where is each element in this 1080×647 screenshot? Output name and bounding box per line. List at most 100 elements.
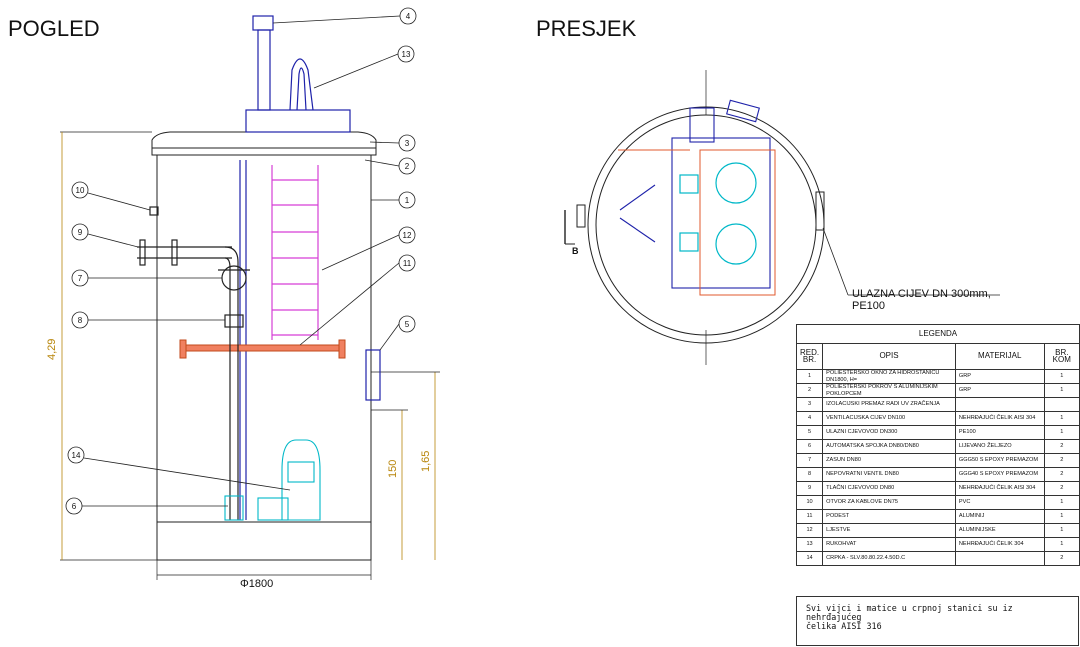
callout-4: 4 <box>406 12 411 21</box>
legend-cell-desc: ULAZNI CJEVOVOD DN300 <box>822 425 956 440</box>
section-platform <box>618 149 776 296</box>
callout-1: 1 <box>405 196 410 205</box>
ladder <box>271 165 319 340</box>
legend-cell-no: 7 <box>795 453 824 468</box>
legend-cell-desc: IZOLACIJSKI PREMAZ RADI UV ZRAČENJA <box>822 397 956 412</box>
legend-cell-material: PVC <box>954 495 1045 510</box>
legend-header-desc: OPIS <box>822 343 956 370</box>
legend-cell-count: 1 <box>1043 523 1080 538</box>
legend-cell-material: PE100 <box>954 425 1045 440</box>
legend-cell-material: ALUMINIJ <box>954 509 1045 524</box>
callout-10: 10 <box>76 186 85 195</box>
legend-cell-desc: TLAČNI CJEVOVOD DN80 <box>822 481 956 496</box>
legend-cell-no: 4 <box>795 411 824 426</box>
section-title: PRESJEK <box>536 16 637 41</box>
legend-cell-no: 12 <box>795 523 824 538</box>
legend-cell-material: GGG40 S EPOXY PREMAZOM <box>954 467 1045 482</box>
callout-8: 8 <box>78 316 83 325</box>
legend-cell-desc: AUTOMATSKA SPOJKA DN80/DN80 <box>822 439 956 454</box>
legend-cell-desc: CRPKA - SLV.80.80.22.4.50D.C <box>822 551 956 566</box>
dim-height-a: 1,65 <box>420 451 432 472</box>
vent-pipe <box>257 29 271 111</box>
legend-cell-count: 1 <box>1043 425 1080 440</box>
callout-6: 6 <box>72 502 77 511</box>
legend-cell-count: 1 <box>1043 411 1080 426</box>
legend-cell-no: 8 <box>795 467 824 482</box>
legend-cell-no: 3 <box>795 397 824 412</box>
legend-cell-material: GGG50 S EPOXY PREMAZOM <box>954 453 1045 468</box>
callout-11: 11 <box>403 259 412 268</box>
legend-cell-desc: RUKOHVAT <box>822 537 956 552</box>
dim-height-b: 150 <box>387 460 399 478</box>
legend-cell-material: NEHRĐAJUĆI ČELIK 304 <box>954 537 1045 552</box>
legend-cell-no: 11 <box>795 509 824 524</box>
legend-cell-material: LIJEVANO ŽELJEZO <box>954 439 1045 454</box>
legend-cell-material: GRP <box>954 369 1045 384</box>
legend-cell-desc: POLIESTERSKO OKNO ZA HIDROSTANICU DN1800… <box>822 369 956 384</box>
view-title: POGLED <box>8 16 100 41</box>
legend-cell-material: ALUMINIJSKE <box>954 523 1045 538</box>
legend-cell-count: 2 <box>1043 551 1080 566</box>
legend-title: LEGENDA <box>796 324 1080 344</box>
legend-header-material: MATERIJAL <box>954 343 1045 370</box>
legend-cell-count: 1 <box>1043 369 1080 384</box>
pump <box>224 439 321 521</box>
inlet-label-line1: ULAZNA CIJEV DN 300mm, <box>852 288 991 300</box>
vent-cap <box>252 15 274 31</box>
legend-cell-no: 14 <box>795 551 824 566</box>
legend-cell-count: 1 <box>1043 495 1080 510</box>
legend-cell-material: GRP <box>954 383 1045 398</box>
legend-cell-desc: LJESTVE <box>822 523 956 538</box>
callout-9: 9 <box>78 228 83 237</box>
legend-cell-desc: PODEST <box>822 509 956 524</box>
legend-table: LEGENDA RED. BR. OPIS MATERIJAL BR. KOM … <box>795 324 1080 566</box>
pressure-pipe <box>137 206 250 520</box>
legend-cell-count: 2 <box>1043 481 1080 496</box>
legend-note: Svi vijci i matice u crpnoj stanici su i… <box>806 603 1013 631</box>
legend-cell-desc: ZASUN DN80 <box>822 453 956 468</box>
legend-cell-no: 13 <box>795 537 824 552</box>
legend-cell-material: NEHRĐAJUĆI ČELIK AISI 304 <box>954 411 1045 426</box>
callout-14: 14 <box>72 451 81 460</box>
legend-header-no: RED. BR. <box>795 343 824 370</box>
check-valve <box>224 314 244 328</box>
legend-cell-desc: NEPOVRATNI VENTIL DN80 <box>822 467 956 482</box>
legend-cell-no: 5 <box>795 425 824 440</box>
legend-cell-desc: OTVOR ZA KABLOVE DN75 <box>822 495 956 510</box>
tank-base <box>156 521 372 561</box>
section-mark: B <box>572 246 579 256</box>
tank-cover <box>151 131 377 156</box>
callout-3: 3 <box>405 139 410 148</box>
callout-2: 2 <box>405 162 410 171</box>
legend-cell-material <box>954 551 1045 566</box>
dim-diameter: Φ1800 <box>240 578 273 590</box>
callout-5: 5 <box>405 320 410 329</box>
legend-cell-material: NEHRĐAJUĆI ČELIK AISI 304 <box>954 481 1045 496</box>
note-box <box>796 596 1079 646</box>
handrail <box>289 58 314 111</box>
legend-cell-desc: VENTILACIJSKA CIJEV DN100 <box>822 411 956 426</box>
legend-cell-count: 2 <box>1043 439 1080 454</box>
legend-cell-count: 1 <box>1043 509 1080 524</box>
section-pumps <box>679 162 757 265</box>
legend-cell-no: 1 <box>795 369 824 384</box>
legend-cell-count: 1 <box>1043 537 1080 552</box>
legend-cell-desc: POLIESTERSKI POKROV S ALUMINIJSKIM POKLO… <box>822 383 956 398</box>
callout-7: 7 <box>78 274 83 283</box>
legend-header-count: BR. KOM <box>1043 343 1080 370</box>
